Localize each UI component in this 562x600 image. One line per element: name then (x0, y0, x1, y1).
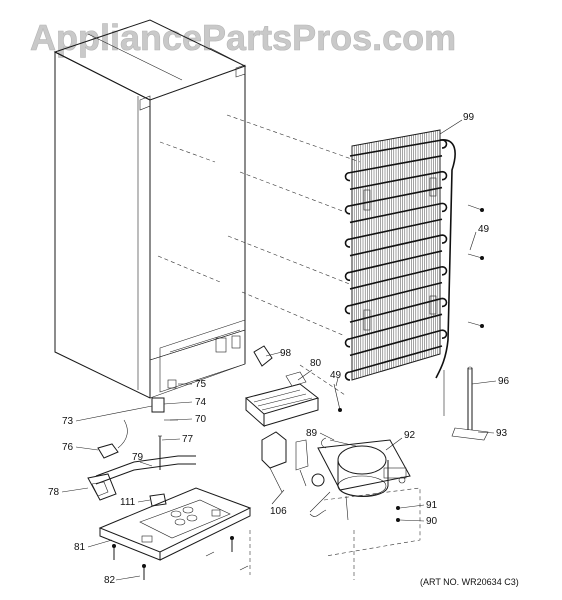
callout-106: 106 (270, 506, 287, 517)
callout-98: 98 (280, 348, 292, 359)
part-callouts: 99 49 98 80 49 96 75 74 73 70 89 92 93 7… (48, 112, 510, 586)
drier-tube (443, 366, 489, 441)
base-plate (98, 487, 252, 561)
art-number: (ART NO. WR20634 C3) (420, 577, 519, 587)
callout-49-center: 49 (330, 370, 342, 381)
callout-96: 96 (498, 376, 510, 387)
part-80-drain-pan (244, 371, 320, 428)
callout-73: 73 (62, 416, 74, 427)
callout-90: 90 (426, 516, 438, 527)
callout-79: 79 (132, 452, 144, 463)
callout-81: 81 (74, 542, 86, 553)
condenser-fins (351, 130, 441, 380)
callout-99: 99 (463, 112, 475, 123)
compressor-electrical (261, 431, 327, 517)
compressor (309, 437, 411, 521)
callout-78: 78 (48, 487, 60, 498)
screw-49-center (333, 383, 342, 412)
callout-92: 92 (404, 430, 416, 441)
callout-74: 74 (195, 397, 207, 408)
condenser-tubing (344, 139, 448, 381)
cabinet-illustration (53, 19, 247, 399)
callout-82: 82 (104, 575, 116, 586)
alignment-lines (157, 114, 361, 396)
power-cord (87, 419, 196, 501)
callout-80: 80 (310, 358, 322, 369)
condenser-coil (344, 129, 456, 381)
part-77 (158, 435, 162, 470)
callout-91: 91 (426, 500, 438, 511)
watermark: AppliancePartsPros.com (30, 17, 456, 58)
screws-82 (112, 536, 249, 580)
callout-93: 93 (496, 428, 508, 439)
leader-lines (61, 119, 497, 581)
callout-77: 77 (182, 434, 194, 445)
callout-89: 89 (306, 428, 318, 439)
compressor-mount-outline (249, 487, 421, 580)
screws-49 (467, 204, 484, 328)
callout-49-right: 49 (478, 224, 490, 235)
part-74-75 (151, 379, 178, 421)
callout-70: 70 (195, 414, 207, 425)
part-98 (253, 345, 273, 367)
callout-111: 111 (120, 497, 136, 508)
callout-75: 75 (195, 379, 207, 390)
callout-76: 76 (62, 442, 74, 453)
part-111 (149, 493, 167, 507)
